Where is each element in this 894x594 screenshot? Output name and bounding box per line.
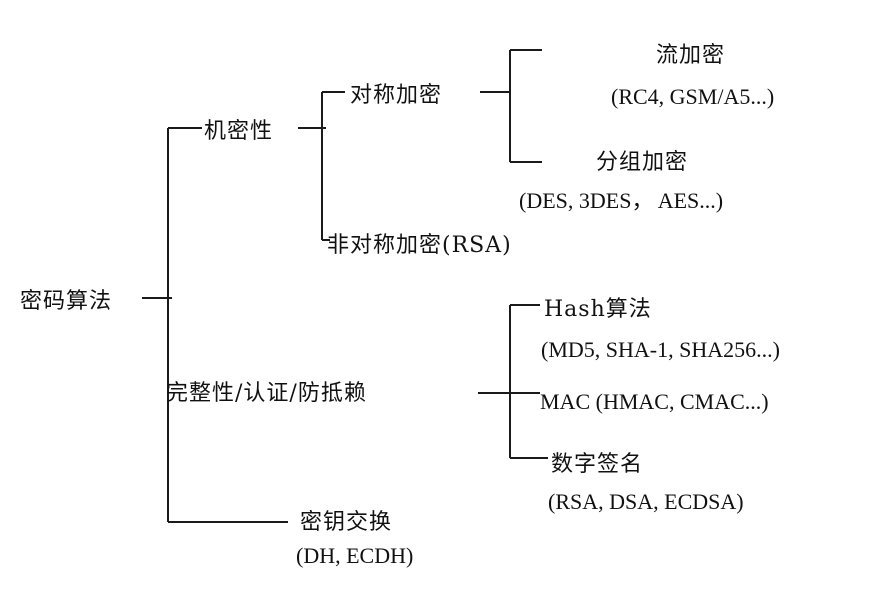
hash-examples: (MD5, SHA-1, SHA256...) xyxy=(541,337,780,362)
key-exchange-label: 密钥交换 xyxy=(300,510,393,535)
stream-cipher-label: 流加密 xyxy=(656,43,726,68)
mac-label: MAC (HMAC, CMAC...) xyxy=(540,389,769,414)
signature-examples: (RSA, DSA, ECDSA) xyxy=(548,489,744,514)
integrity-label: 完整性/认证/防抵赖 xyxy=(166,381,367,406)
key-exchange-examples: (DH, ECDH) xyxy=(296,543,414,568)
block-cipher-examples: (DES, 3DES， AES...) xyxy=(519,188,724,213)
block-cipher-label: 分组加密 xyxy=(596,150,689,175)
stream-cipher-examples: (RC4, GSM/A5...) xyxy=(611,84,775,109)
symmetric-label: 对称加密 xyxy=(350,83,443,108)
asymmetric-label: 非对称加密(RSA) xyxy=(327,233,512,258)
signature-label: 数字签名 xyxy=(551,452,644,477)
confidentiality-label: 机密性 xyxy=(204,119,274,144)
root-label: 密码算法 xyxy=(20,289,113,314)
hash-label: Hash算法 xyxy=(544,297,652,322)
